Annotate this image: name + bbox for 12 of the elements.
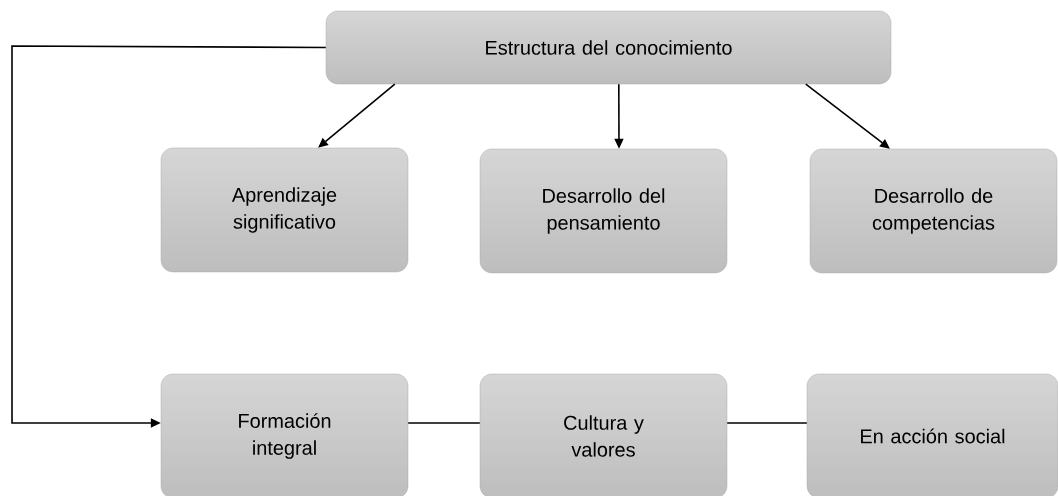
concept-box: Aprendizaje significativo [160, 147, 409, 273]
arrow [11, 45, 327, 428]
concept-box: Cultura y valores [479, 373, 728, 496]
arrow [805, 83, 890, 149]
concept-box: Desarrollo del pensamiento [479, 148, 728, 274]
connector-line [407, 422, 481, 424]
heading-box: Estructura del conocimiento [325, 10, 892, 85]
concept-box: En acción social [806, 373, 1058, 496]
concept-box: Desarrollo de competencias [809, 148, 1058, 274]
concept-box: Formación integral [160, 373, 409, 496]
arrow [318, 83, 396, 148]
connector-line [726, 422, 808, 424]
